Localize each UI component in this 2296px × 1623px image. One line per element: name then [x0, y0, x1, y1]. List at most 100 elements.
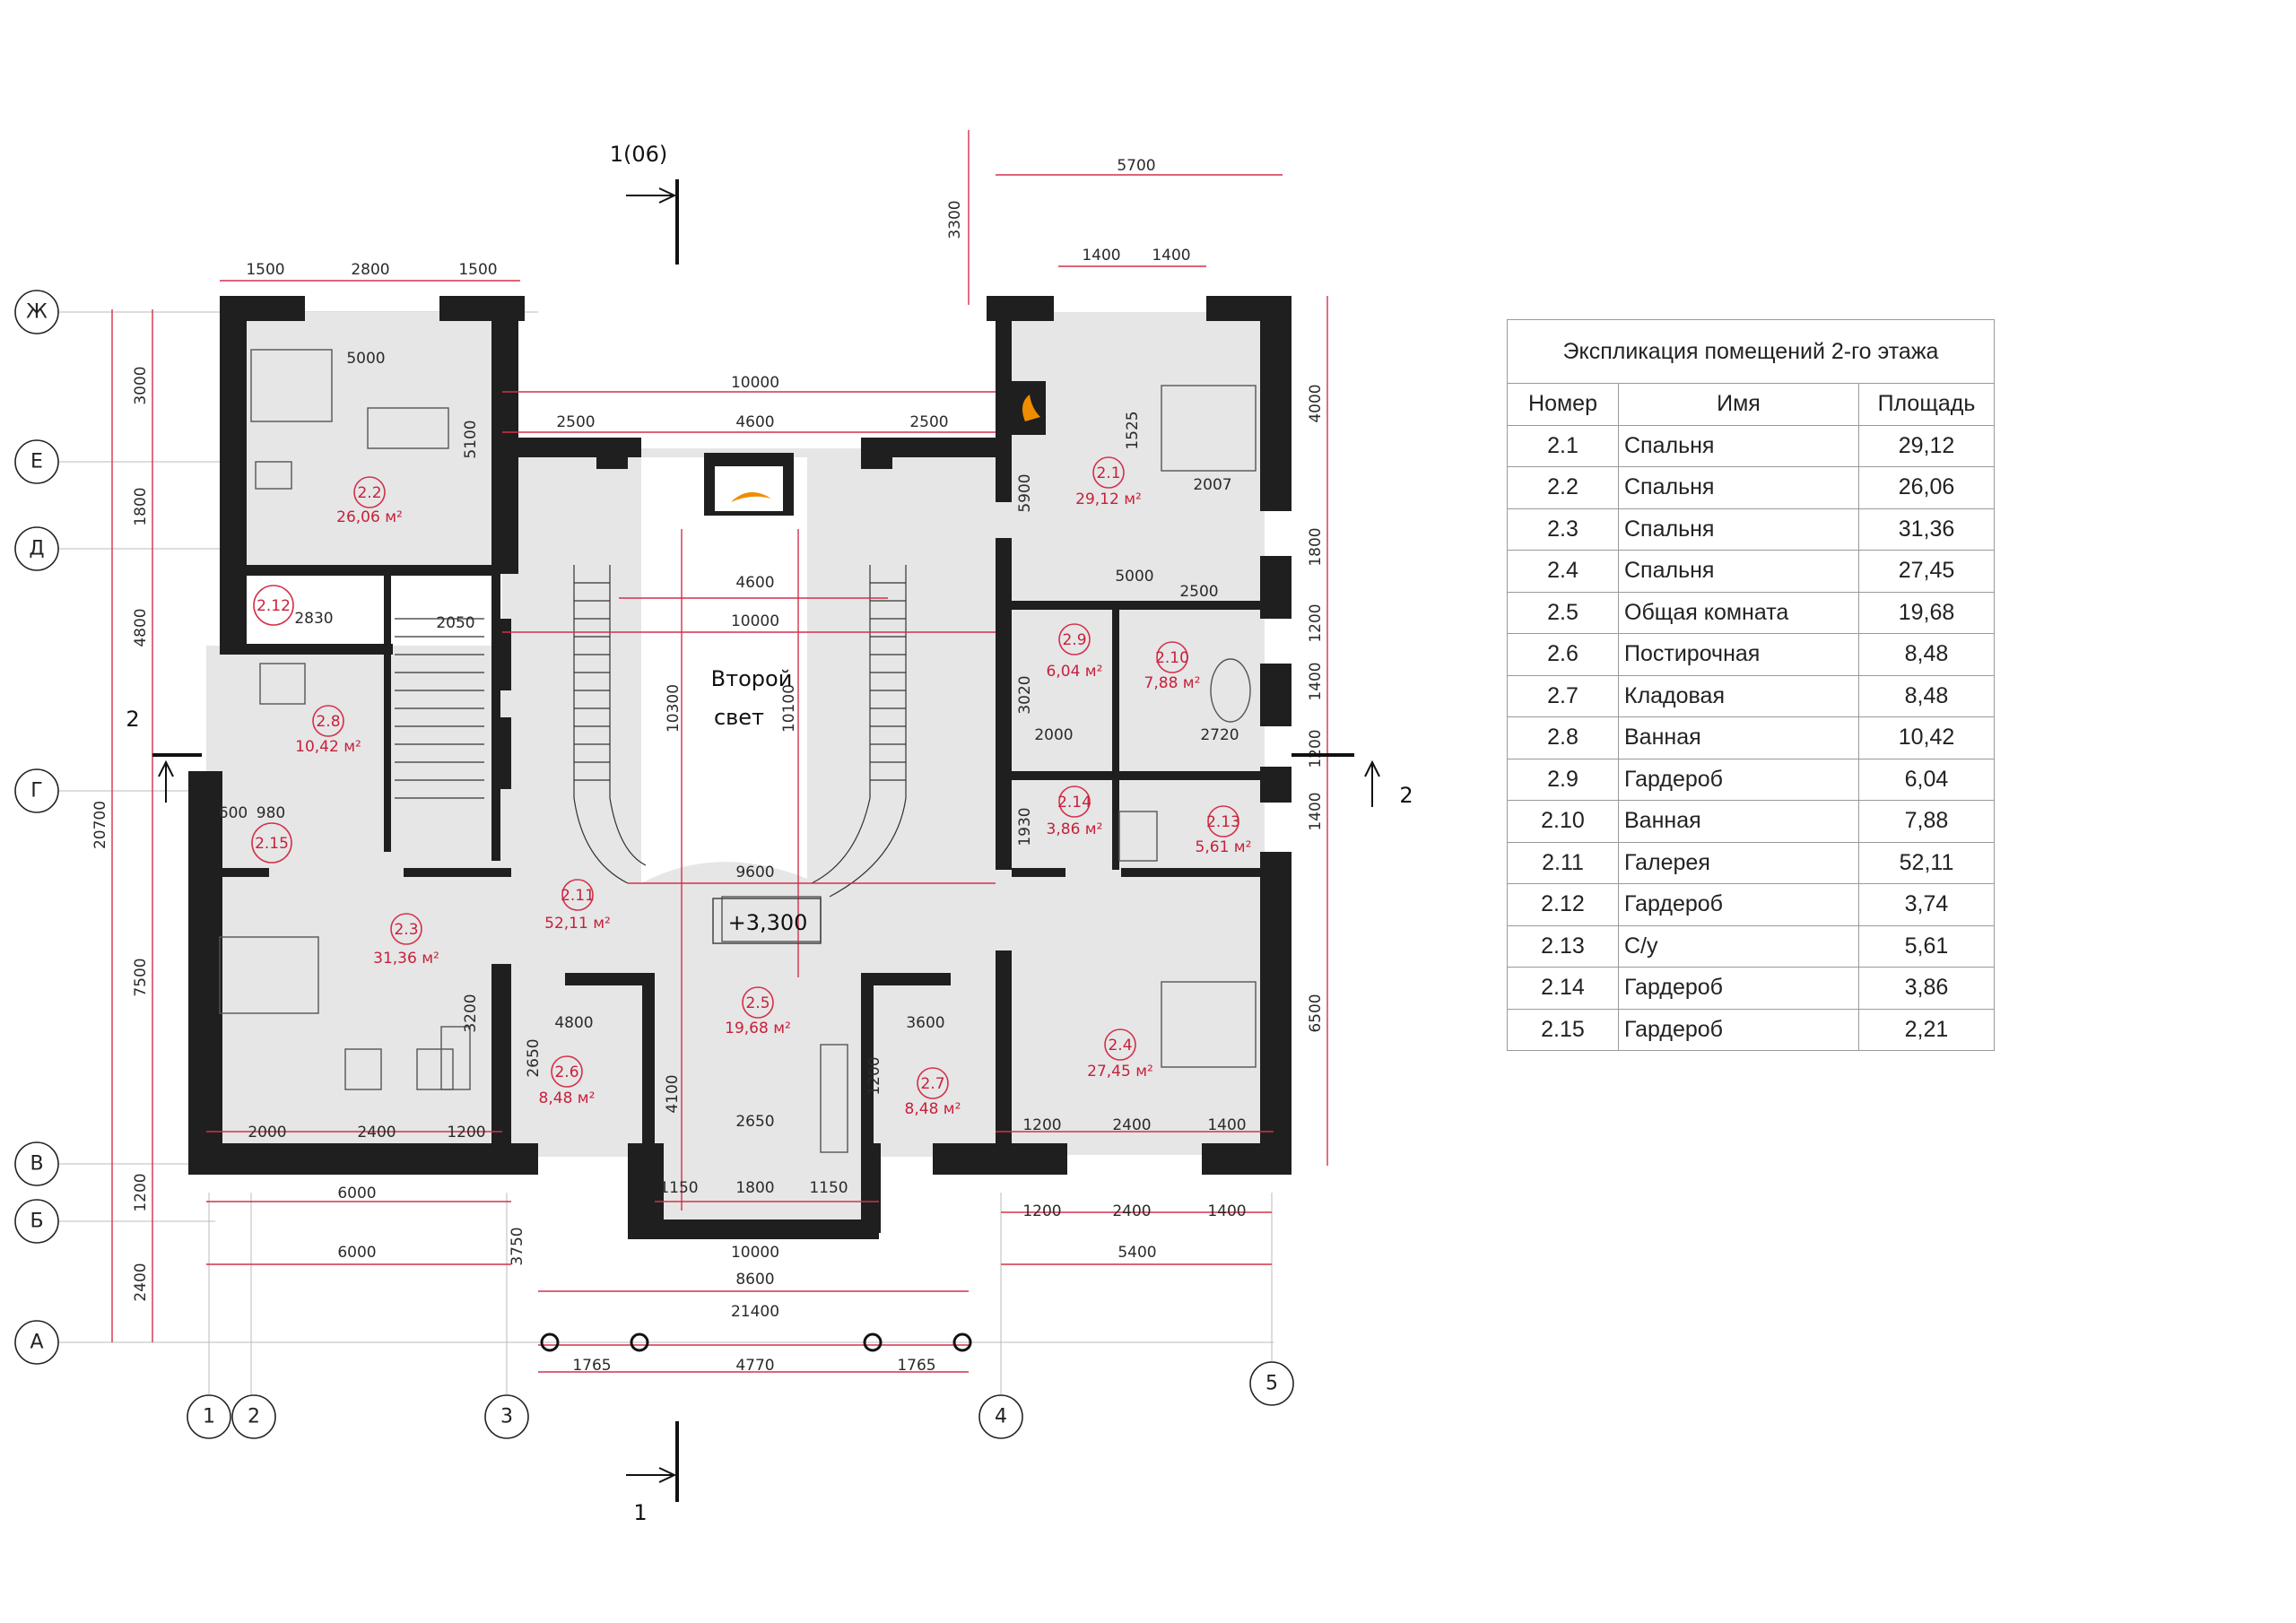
dim-label: 3000: [132, 366, 150, 404]
grid-axis-lines: [54, 311, 1274, 1394]
dim-label: 5900: [1016, 473, 1034, 512]
dim-label: 1500: [246, 261, 284, 279]
axis-bubble: 5: [1249, 1361, 1294, 1406]
dim-label: 5700: [1117, 157, 1155, 175]
dim-label: 10100: [780, 684, 798, 733]
cell-name: Постирочная: [1618, 633, 1859, 676]
svg-text:2.10: 2.10: [1155, 649, 1189, 667]
dim-label: 2000: [248, 1124, 286, 1141]
dim-label: 2830: [294, 610, 333, 628]
dim-label: 1800: [1307, 527, 1325, 566]
cell-number: 2.13: [1507, 924, 1619, 968]
explication-title: Экспликация помещений 2-го этажа: [1507, 319, 1995, 383]
dim-label: 2400: [357, 1124, 396, 1141]
svg-text:2.4: 2.4: [1108, 1037, 1132, 1055]
dim-label: 20700: [91, 801, 109, 849]
dim-label: 1525: [1124, 411, 1142, 449]
axis-bubble: 3: [484, 1394, 529, 1439]
room-tag: 2.5 19,68 м²: [725, 986, 791, 1037]
dim-label: 10000: [731, 1244, 779, 1262]
cell-number: 2.15: [1507, 1008, 1619, 1051]
cell-name: С/у: [1618, 924, 1859, 968]
dim-label: 6000: [337, 1185, 376, 1202]
dim-label: 980: [257, 804, 285, 822]
svg-text:2.9: 2.9: [1062, 631, 1086, 649]
room-tag: 2.7 8,48 м²: [905, 1067, 961, 1118]
room-tag: 2.11 52,11 м²: [544, 879, 611, 933]
cell-area: 8,48: [1858, 674, 1995, 717]
dim-label: 2650: [735, 1113, 774, 1131]
cell-name: Ванная: [1618, 716, 1859, 759]
dim-label: 3600: [906, 1014, 944, 1032]
cell-area: 52,11: [1858, 841, 1995, 884]
dim-label: 2500: [556, 413, 595, 431]
header-name: Имя: [1618, 383, 1859, 426]
dim-label: 2500: [1179, 583, 1218, 601]
svg-text:А: А: [30, 1332, 43, 1354]
room-tag: 2.15: [251, 822, 292, 864]
room-tag: 2.13 5,61 м²: [1196, 805, 1251, 856]
cell-number: 2.11: [1507, 841, 1619, 884]
cell-area: 29,12: [1858, 424, 1995, 467]
cell-area: 31,36: [1858, 508, 1995, 551]
header-area: Площадь: [1858, 383, 1995, 426]
dim-label: 3300: [946, 200, 964, 239]
room-tag: 2.9 6,04 м²: [1047, 623, 1102, 681]
cell-area: 3,86: [1858, 967, 1995, 1010]
cell-name: Гардероб: [1618, 883, 1859, 926]
dimension-lines: [111, 130, 1328, 1373]
section-mark-top: 1(06): [610, 142, 668, 167]
double-height-label: свет: [714, 705, 764, 730]
dim-label: 6500: [1307, 994, 1325, 1032]
cell-area: 19,68: [1858, 591, 1995, 634]
svg-text:5: 5: [1265, 1373, 1278, 1395]
svg-text:Д: Д: [29, 538, 44, 560]
svg-text:1: 1: [203, 1406, 215, 1428]
dim-label: 1200: [1307, 603, 1325, 642]
svg-text:7,88 м²: 7,88 м²: [1144, 674, 1201, 692]
cell-area: 8,48: [1858, 633, 1995, 676]
dim-label: 2720: [1200, 726, 1239, 744]
svg-text:26,06 м²: 26,06 м²: [336, 508, 403, 526]
axis-bubble: 2: [231, 1394, 276, 1439]
cell-number: 2.1: [1507, 424, 1619, 467]
cell-area: 6,04: [1858, 758, 1995, 801]
cell-area: 2,21: [1858, 1008, 1995, 1051]
svg-text:2.6: 2.6: [554, 1063, 578, 1081]
explication-table: Экспликация помещений 2-го этажа Номер И…: [1507, 319, 1995, 1051]
svg-text:19,68 м²: 19,68 м²: [725, 1020, 791, 1037]
svg-text:2.8: 2.8: [316, 713, 340, 731]
svg-text:2.13: 2.13: [1206, 813, 1240, 831]
cell-area: 26,06: [1858, 466, 1995, 509]
fireplace-flame-icon: [731, 395, 1040, 502]
explication-table-wrap: Экспликация помещений 2-го этажа Номер И…: [1507, 319, 1995, 1051]
cell-number: 2.12: [1507, 883, 1619, 926]
dim-label: 1400: [1082, 247, 1120, 265]
room-tag: 2.4 27,45 м²: [1087, 1028, 1153, 1081]
cell-name: Спальня: [1618, 466, 1859, 509]
axis-bubble: Б: [14, 1199, 59, 1244]
cell-number: 2.14: [1507, 967, 1619, 1010]
svg-text:2.3: 2.3: [394, 921, 418, 939]
dim-label: 5000: [1115, 568, 1153, 586]
svg-text:2.5: 2.5: [745, 994, 770, 1012]
cell-number: 2.4: [1507, 550, 1619, 593]
dim-label: 2800: [351, 261, 389, 279]
dim-label: 2650: [525, 1038, 543, 1077]
cell-number: 2.6: [1507, 633, 1619, 676]
cell-number: 2.10: [1507, 800, 1619, 843]
dim-label: 4800: [554, 1014, 593, 1032]
dim-label: 6000: [337, 1244, 376, 1262]
room-tag: 2.12: [253, 585, 294, 626]
section-mark-bottom: 1: [633, 1500, 647, 1525]
dim-label: 4000: [1307, 384, 1325, 422]
dim-label: 10300: [665, 684, 683, 733]
axis-bubble: Е: [14, 439, 59, 484]
grid-axis-bubbles: Ж Е Д Г В Б А 1 2 3 4 5: [14, 290, 1294, 1439]
cell-name: Гардероб: [1618, 967, 1859, 1010]
svg-text:8,48 м²: 8,48 м²: [905, 1100, 961, 1118]
cell-name: Гардероб: [1618, 758, 1859, 801]
